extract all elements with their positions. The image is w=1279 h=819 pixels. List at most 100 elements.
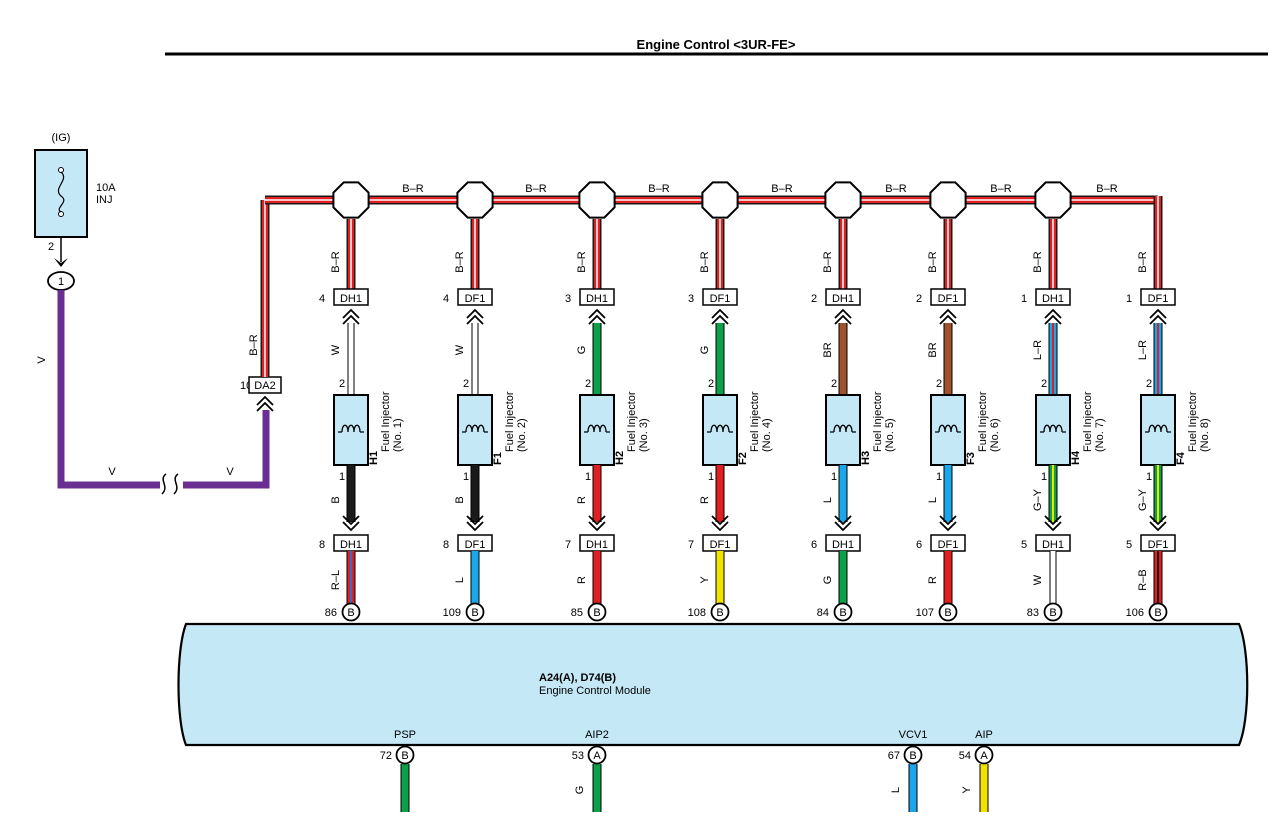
- lower-connector-label: DH1: [340, 539, 362, 551]
- ecm-name: Engine Control Module: [539, 685, 651, 697]
- ecm-bottom-conn-label: A: [593, 750, 601, 762]
- injector-name: Fuel Injector: [504, 391, 516, 452]
- ecm-pin-number: 83: [1027, 607, 1039, 619]
- injector-box: [930, 394, 966, 466]
- ecm-bottom-pin-number: 67: [888, 750, 900, 762]
- lower-wire-code: G–Y: [1137, 488, 1149, 511]
- ecm-bottom-connector: [974, 745, 994, 765]
- upper-connector: [930, 288, 966, 306]
- ecm-pin-connector: [1148, 602, 1168, 622]
- injector-id: H4: [1070, 450, 1082, 465]
- upper-arrow-icon: [1044, 308, 1062, 325]
- ecm-bottom-conn-label: B: [401, 750, 408, 762]
- coil-icon: [584, 424, 610, 433]
- da2-arrow-icon: [256, 395, 274, 412]
- fuse-pin: 2: [48, 241, 54, 253]
- lower-pin: 8: [443, 539, 449, 551]
- supply-wire-code: W: [454, 344, 466, 355]
- splice-point: [456, 181, 494, 219]
- fuse-box: [34, 149, 88, 238]
- injector-number: (No. 3): [638, 418, 650, 452]
- injector-name: Fuel Injector: [872, 391, 884, 452]
- injector-box: [825, 394, 861, 466]
- injector-id: H2: [614, 451, 626, 465]
- upper-connector-label: DF1: [1148, 293, 1169, 305]
- upper-connector: [457, 288, 493, 306]
- lower-pin: 6: [916, 539, 922, 551]
- injector-name: Fuel Injector: [977, 391, 989, 452]
- coil-pin-bottom: 1: [339, 471, 345, 483]
- fuse-group-label: (IG): [52, 132, 71, 144]
- ecm-pin-connector: [938, 602, 958, 622]
- ecm-wire-code: R–B: [1137, 569, 1149, 590]
- coil-pin-bottom: 1: [1146, 471, 1152, 483]
- upper-connector: [702, 288, 738, 306]
- ecm-bottom-pin-number: 54: [959, 750, 971, 762]
- upper-wire-code: B–R: [699, 251, 711, 272]
- lower-wire-code: G–Y: [1032, 488, 1044, 511]
- ecm-pin-connector: [587, 602, 607, 622]
- lower-arrow-icon: [1149, 515, 1167, 532]
- ecm-bottom-connector: [587, 745, 607, 765]
- bus-segment-label: B–R: [885, 183, 906, 195]
- upper-pin: 1: [1021, 293, 1027, 305]
- ecm-bottom-pin-number: 72: [380, 750, 392, 762]
- injector-number: (No. 8): [1199, 418, 1211, 452]
- injector-box: [457, 394, 493, 466]
- injector-number: (No. 1): [392, 418, 404, 452]
- coil-pin-top: 2: [936, 378, 942, 390]
- bus-segment-label: B–R: [1096, 183, 1117, 195]
- ecm-bottom-wire-code: L: [890, 787, 902, 793]
- injector-id: F2: [737, 452, 749, 465]
- upper-wire-code: B–R: [1032, 251, 1044, 272]
- splice-point: [1034, 181, 1072, 219]
- ecm-pin-label: VCV1: [899, 729, 928, 741]
- injector-number: (No. 7): [1094, 418, 1106, 452]
- upper-wire-code: B–R: [1137, 251, 1149, 272]
- feed-wire-right: [183, 410, 270, 489]
- ecm-pin-label: AIP2: [585, 729, 609, 741]
- injector-name: Fuel Injector: [1082, 391, 1094, 452]
- injector-number: (No. 5): [884, 418, 896, 452]
- lower-pin: 7: [565, 539, 571, 551]
- ecm-pin-connector: [710, 602, 730, 622]
- injector-box: [702, 394, 738, 466]
- ecm-pin-conn-label: B: [839, 607, 846, 619]
- ecm-pin-connector: [833, 602, 853, 622]
- ecm-bottom-connector: [395, 745, 415, 765]
- upper-connector-label: DH1: [832, 293, 854, 305]
- upper-pin: 1: [1126, 293, 1132, 305]
- coil-pin-top: 2: [831, 378, 837, 390]
- upper-connector: [579, 288, 615, 306]
- lower-pin: 5: [1126, 539, 1132, 551]
- lower-connector-label: DH1: [832, 539, 854, 551]
- upper-wire-code: B–R: [927, 251, 939, 272]
- lower-wire-code: L: [927, 497, 939, 503]
- injector-id: H3: [860, 451, 872, 465]
- upper-wire-code: B–R: [576, 251, 588, 272]
- lower-arrow-icon: [1044, 515, 1062, 532]
- coil-pin-top: 2: [1041, 378, 1047, 390]
- feed-wire-left: [57, 290, 160, 489]
- lower-wire-code: B: [330, 496, 342, 503]
- supply-wire-code: BR: [822, 342, 834, 357]
- supply-wire-code: G: [576, 346, 588, 355]
- coil-icon: [462, 424, 488, 433]
- upper-pin: 3: [688, 293, 694, 305]
- injector-box: [1140, 394, 1176, 466]
- splice-point: [332, 181, 370, 219]
- ecm-block: A24(A), D74(B) Engine Control Module: [177, 622, 1249, 747]
- coil-icon: [935, 424, 961, 433]
- coil-pin-bottom: 1: [463, 471, 469, 483]
- injector-box: [579, 394, 615, 466]
